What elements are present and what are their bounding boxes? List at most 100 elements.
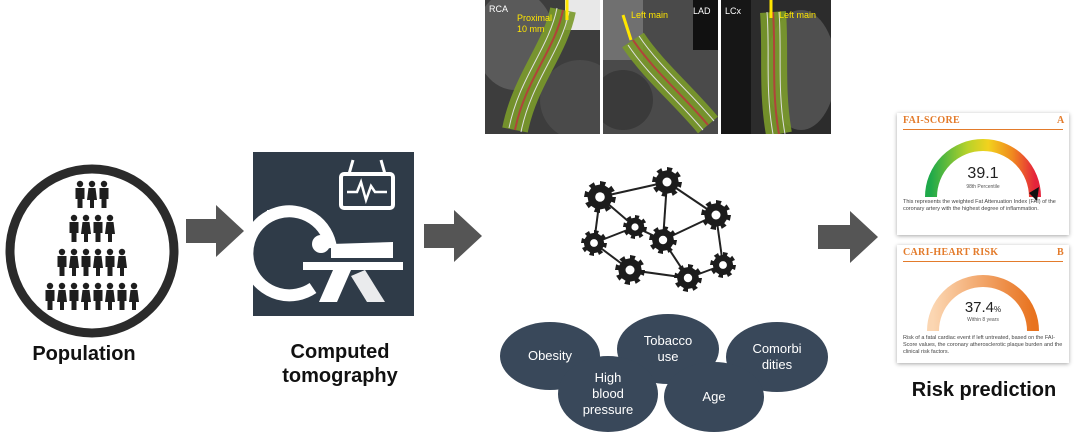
person-head <box>58 248 66 256</box>
gear-hole <box>719 261 727 269</box>
cari-risk-horizon: Within 8 years <box>967 317 999 323</box>
person-head <box>82 214 90 222</box>
gear-hole <box>595 192 605 202</box>
fai-gauge <box>925 139 1041 201</box>
person-body <box>105 290 115 310</box>
flow-arrow-3 <box>818 211 878 263</box>
person-head <box>70 282 78 290</box>
person-head <box>76 180 84 188</box>
risk-factor-label: blood <box>592 386 624 401</box>
person-body <box>69 222 79 242</box>
person-head <box>58 282 66 290</box>
card-letter: B <box>1057 247 1064 258</box>
cari-risk-value: 37.4% <box>953 299 1013 316</box>
fai-score-card: FAI-SCORE A 39.1 98th Percentile This re… <box>897 113 1069 235</box>
risk-factor-age: Age <box>664 362 764 432</box>
person-head <box>130 282 138 290</box>
person-head <box>118 248 126 256</box>
ct-annotation: Left main <box>631 10 669 20</box>
card-title: FAI-SCORE <box>903 115 960 126</box>
risk-factor-label: Age <box>702 389 726 404</box>
flow-arrow-1 <box>186 205 244 257</box>
person-head <box>100 180 108 188</box>
cari-heart-card: CARI-HEART RISK B 37.4% Within 8 years R… <box>897 245 1069 363</box>
gear-hole <box>590 239 598 247</box>
ct-label: Computed tomography <box>265 340 415 388</box>
cari-risk-description: Risk of a fatal cardiac event if left un… <box>903 335 1063 355</box>
ct-vessel-tag: LAD <box>693 6 711 16</box>
person-head <box>94 214 102 222</box>
card-title-rule <box>903 129 1063 130</box>
person-body <box>87 188 97 208</box>
person-body <box>75 188 85 208</box>
person-body <box>45 290 55 310</box>
risk-factor-label: Comorbi <box>752 341 802 356</box>
risk-prediction-label: Risk prediction <box>911 379 1057 401</box>
ml-network-icon <box>570 165 740 300</box>
risk-factor-label: pressure <box>582 402 634 417</box>
fai-score-percentile: 98th Percentile <box>966 184 1000 190</box>
card-title: CARI-HEART RISK <box>903 247 999 258</box>
gear-hole <box>711 210 721 220</box>
card-letter: A <box>1057 115 1065 126</box>
gear-hole <box>683 273 693 283</box>
ct-scanner-icon <box>241 152 414 316</box>
person-body <box>93 290 103 310</box>
person-head <box>106 214 114 222</box>
ct-label-line2: tomography <box>282 365 398 387</box>
person-body <box>69 290 79 310</box>
ct-vessel-tag: LCx <box>725 6 742 16</box>
person-body <box>81 222 91 242</box>
ct-annotation: Left main <box>779 10 817 20</box>
person-head <box>94 248 102 256</box>
gear-hole <box>625 265 635 275</box>
person-head <box>70 248 78 256</box>
cari-risk-unit: % <box>994 305 1002 314</box>
gear-hole <box>658 235 668 245</box>
risk-factor-label: use <box>657 349 679 364</box>
person-body <box>105 222 115 242</box>
person-body <box>129 290 139 310</box>
risk-factor-label: dities <box>761 357 793 372</box>
cari-gauge <box>927 275 1039 332</box>
person-body <box>57 256 67 276</box>
person-head <box>106 282 114 290</box>
person-body <box>93 222 103 242</box>
gear-hole <box>631 223 639 231</box>
card-title-rule <box>903 261 1063 262</box>
person-body <box>81 256 91 276</box>
person-body <box>117 256 127 276</box>
fai-score-value: 39.1 <box>967 165 999 182</box>
person-head <box>118 282 126 290</box>
population-icon <box>4 163 180 339</box>
person-body <box>117 290 127 310</box>
person-body <box>69 256 79 276</box>
person-body <box>57 290 67 310</box>
risk-factor-label: Obesity <box>527 348 573 363</box>
risk-factor-label: Tobacco <box>643 333 693 348</box>
person-head <box>88 180 96 188</box>
person-head <box>82 248 90 256</box>
person-body <box>105 256 115 276</box>
ct-label-line1: Computed <box>290 341 390 363</box>
ct-vessel-tag: RCA <box>489 4 509 14</box>
risk-factor-label: High <box>594 370 622 385</box>
person-head <box>106 248 114 256</box>
risk-factor-high-blood-pressure: High blood pressure <box>558 356 658 432</box>
population-label: Population <box>32 343 136 365</box>
ct-annotation: Proximal <box>517 13 553 23</box>
person-head <box>70 214 78 222</box>
person-head <box>46 282 54 290</box>
person-head <box>94 282 102 290</box>
fai-score-description: This represents the weighted Fat Attenua… <box>903 199 1056 212</box>
ct-image-lcx: LCx Left main <box>721 0 831 134</box>
gear-hole <box>662 177 672 187</box>
person-body <box>93 256 103 276</box>
ct-image-rca: RCA Proximal 10 mm <box>485 0 600 134</box>
flow-arrow-2 <box>424 210 482 262</box>
person-head <box>82 282 90 290</box>
ct-annotation-sub: 10 mm <box>517 24 545 34</box>
ct-image-lad: LAD Left main <box>603 0 718 134</box>
person-body <box>81 290 91 310</box>
person-body <box>99 188 109 208</box>
